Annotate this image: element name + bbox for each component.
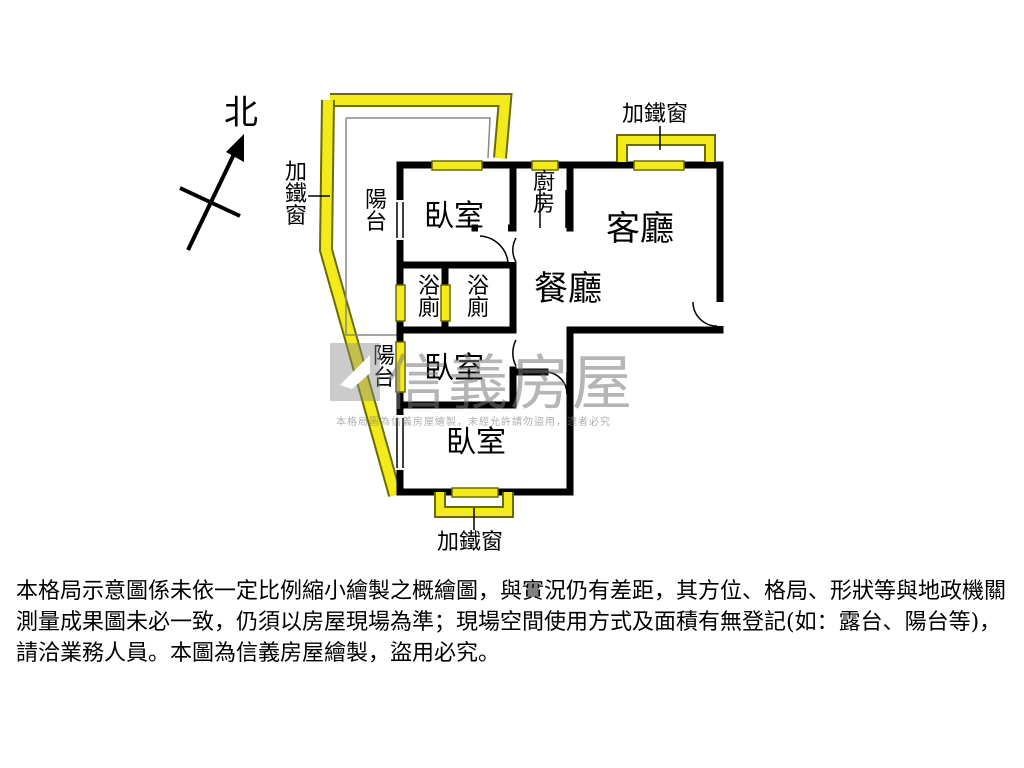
compass-arrowhead-icon <box>226 134 244 162</box>
room-balcony-upper: 陽台 <box>365 188 388 235</box>
compass-arrow-icon <box>179 149 241 251</box>
room-bathroom-2: 浴廁 <box>467 274 490 321</box>
walls <box>396 161 724 496</box>
room-dining-room: 餐廳 <box>534 269 602 309</box>
balcony-iron-window-frame <box>318 93 513 497</box>
room-living-room: 客廳 <box>606 209 674 249</box>
room-kitchen: 廚房 <box>533 170 556 217</box>
room-balcony-lower: 陽台 <box>373 344 396 391</box>
room-bedroom-north: 臥室 <box>424 199 484 234</box>
iron-window-label-top: 加鐵窗 <box>622 102 689 127</box>
floor-plan <box>179 93 725 530</box>
disclaimer-text: 本格局示意圖係未依一定比例縮小繪製之概繪圖，與實況仍有差距，其方位、格局、形狀等… <box>16 579 1007 666</box>
room-bedroom-south: 臥室 <box>446 425 506 460</box>
room-bedroom-middle: 臥室 <box>424 351 484 386</box>
label-leaders <box>308 126 661 530</box>
iron-window-label-bottom: 加鐵窗 <box>437 530 504 555</box>
sliding-doors <box>396 190 567 468</box>
iron-window-label-left: 加鐵窗 <box>285 160 308 229</box>
door-swings <box>479 235 718 395</box>
compass-north-label: 北 <box>224 93 258 133</box>
room-bathroom-1: 浴廁 <box>418 274 441 321</box>
windows <box>395 160 685 498</box>
